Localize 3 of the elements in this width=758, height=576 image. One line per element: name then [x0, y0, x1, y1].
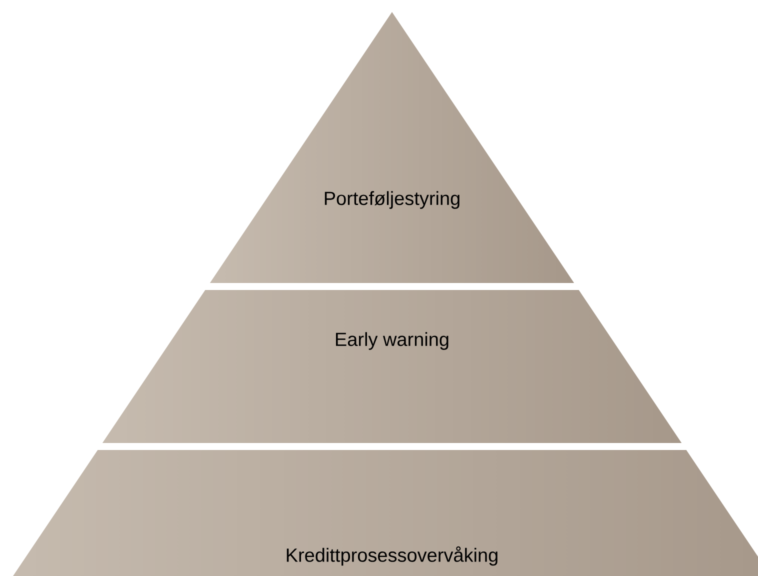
pyramid-level: Kredittprosessovervåking	[286, 546, 498, 566]
pyramid-level: Early warning	[336, 332, 448, 350]
pyramid-level: Porteføljestyring	[324, 191, 460, 209]
